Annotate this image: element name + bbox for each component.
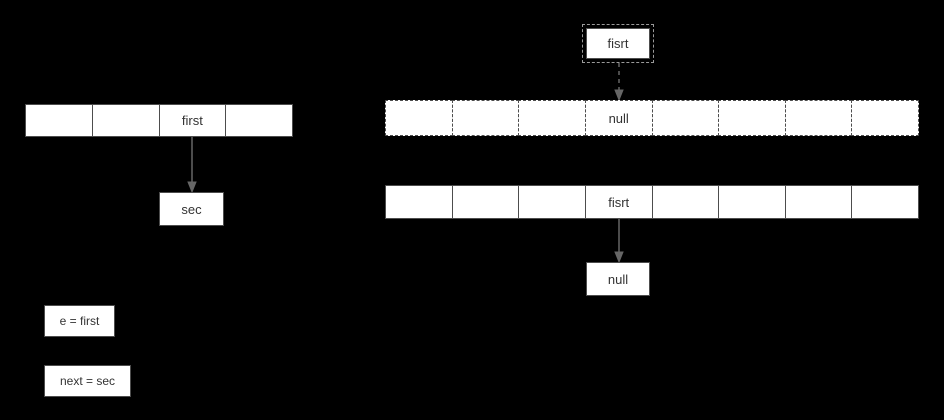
note-e-equals-first: e = first xyxy=(44,305,115,337)
solid-bucket-array: fisrt xyxy=(385,185,919,219)
solid-array-cell-5 xyxy=(718,185,786,219)
dashed-array-cell-1 xyxy=(451,100,520,136)
arrow-first-to-sec xyxy=(187,137,197,194)
note-next-equals-sec: next = sec xyxy=(44,365,131,397)
left-array-cell-0 xyxy=(25,104,93,137)
left-array-cell-1 xyxy=(91,104,160,137)
dashed-array-cell-0 xyxy=(385,100,453,136)
fisrt-top-box: fisrt xyxy=(582,24,654,63)
dashed-array-cell-4 xyxy=(651,100,720,136)
dashed-bucket-array: null xyxy=(385,100,919,136)
solid-array-cell-0 xyxy=(385,185,453,219)
dashed-array-cell-5 xyxy=(718,100,786,136)
solid-array-cell-6 xyxy=(784,185,853,219)
dashed-array-cell-null: null xyxy=(584,100,653,136)
dashed-array-cell-7 xyxy=(851,100,919,136)
solid-array-cell-1 xyxy=(451,185,520,219)
left-array-cell-3 xyxy=(225,104,293,137)
dashed-arrow-fisrt-to-array xyxy=(614,63,624,102)
solid-array-cell-fisrt: fisrt xyxy=(584,185,653,219)
null-box: null xyxy=(586,262,650,296)
solid-array-cell-7 xyxy=(851,185,919,219)
sec-box: sec xyxy=(159,192,224,226)
arrow-fisrt-to-null xyxy=(614,219,624,264)
left-array-cell-first: first xyxy=(158,104,227,137)
left-node-array: first xyxy=(25,104,293,137)
solid-array-cell-2 xyxy=(518,185,586,219)
solid-array-cell-4 xyxy=(651,185,720,219)
dashed-array-cell-2 xyxy=(518,100,586,136)
dashed-array-cell-6 xyxy=(784,100,853,136)
